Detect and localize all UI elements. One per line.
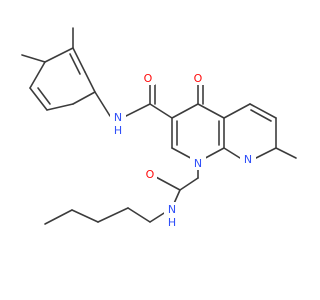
bond [125,103,151,117]
atom-hydrogen-amide: H [114,124,122,137]
atom-nitrogen-sidechain: N [168,203,176,216]
bond [46,103,74,111]
atom-oxygen-amide: O [144,72,153,85]
bond [255,147,277,159]
molecule-structure-diagram: O O N H N N O N H [21,27,297,229]
bond [94,91,111,117]
bond [37,87,51,105]
atom-oxygen-sidechain: O [146,168,155,181]
bond [44,47,74,63]
bond [69,53,81,75]
bond [97,207,129,223]
bond [29,61,46,89]
bond [44,209,73,225]
bond [249,103,277,119]
bond [223,103,251,119]
bond [71,209,99,223]
bonds [21,27,297,225]
atom-nitrogen-pyridine: N [244,153,252,166]
bond [275,147,297,159]
bond [29,87,48,111]
atom-nitrogen-amide: N [114,111,122,124]
atom-labels: O O N H N N O N H [110,70,256,229]
bond [179,177,199,191]
bond [223,147,241,159]
atom-nitrogen-ring: N [194,157,202,170]
bond [127,207,151,223]
bond [171,103,199,119]
bond [149,103,173,119]
bond [21,54,46,63]
bond [197,103,225,119]
bond [72,47,86,73]
bond [84,71,96,93]
bond [250,109,272,122]
atom-oxygen-ketone: O [194,72,203,85]
bond [153,175,181,191]
bond [72,91,96,105]
atom-hydrogen-sidechain: H [168,216,176,229]
